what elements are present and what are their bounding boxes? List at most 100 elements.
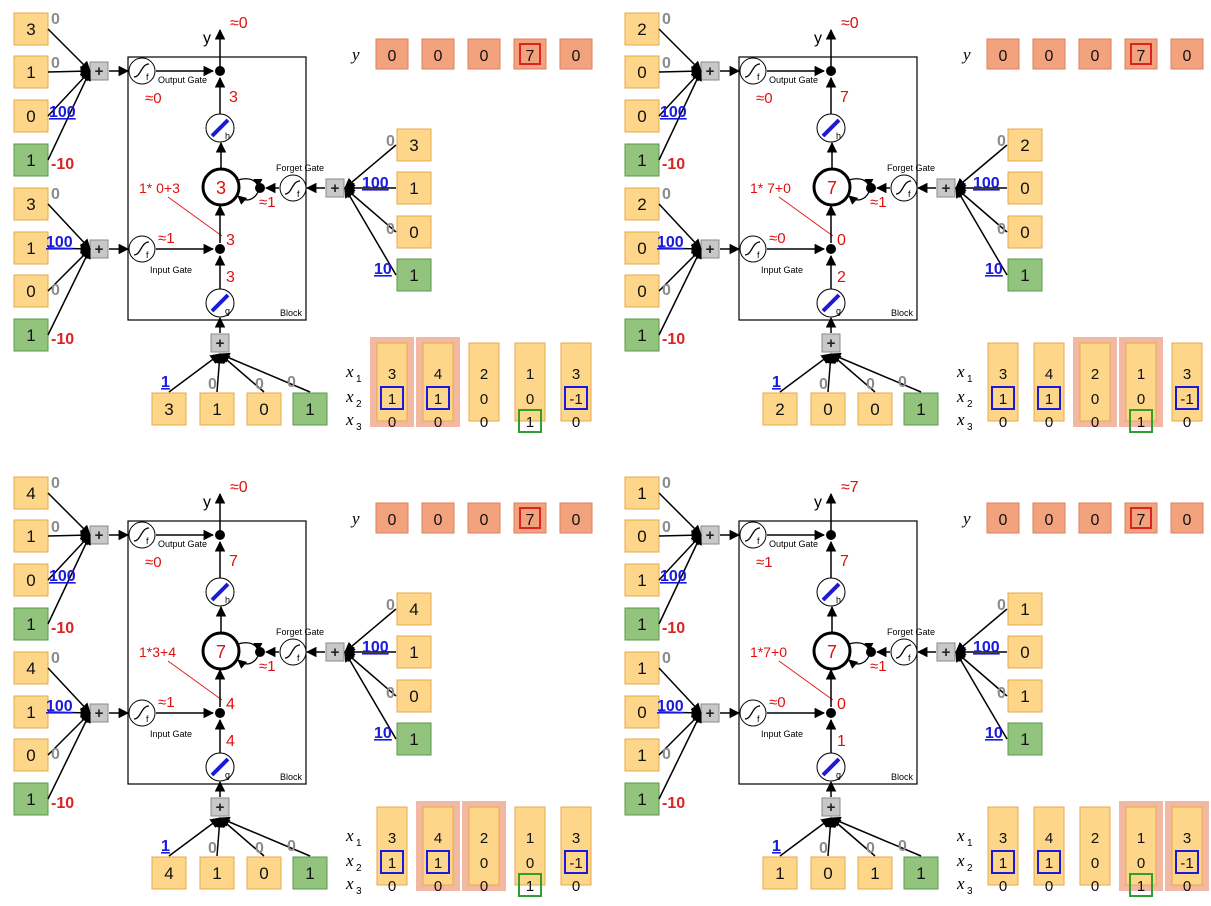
input-gate xyxy=(739,235,767,263)
g-weight-1: 0 xyxy=(208,840,217,857)
forget-weight-3: 10 xyxy=(374,261,392,278)
x2-cell-2: 0 xyxy=(1091,855,1099,872)
g-weight-0: 1 xyxy=(772,374,781,391)
forget-input-2-label: 0 xyxy=(409,223,418,242)
x-row-sub-3: 3 xyxy=(356,886,362,897)
output-weight-1: 0 xyxy=(51,55,60,72)
forget-input-line-3 xyxy=(344,651,397,740)
x2-cell-0: 1 xyxy=(388,855,396,872)
input-gate-input-1 xyxy=(13,231,49,265)
x2-cell-1: 1 xyxy=(1045,855,1053,872)
g-input-line-3 xyxy=(830,352,922,393)
input-gate-label: Input Gate xyxy=(761,265,803,275)
output-input-line-0 xyxy=(47,492,91,536)
cell-loop-bottom xyxy=(848,191,870,205)
input-gate-input-0-label: 1 xyxy=(637,659,646,678)
x3-cell-0: 0 xyxy=(388,414,396,431)
g-input-line-3 xyxy=(219,352,311,393)
input-gate-line-3 xyxy=(658,712,702,800)
y-axis-label: y xyxy=(814,494,822,511)
x2-cell-1: 1 xyxy=(1045,391,1053,408)
output-input-3 xyxy=(13,607,49,641)
y-row-value-0: 0 xyxy=(388,512,397,529)
y-row-value-1: 0 xyxy=(434,48,443,65)
x-row-label-2: x xyxy=(345,387,354,406)
g-input-1-label: 1 xyxy=(212,864,221,883)
forget-gate-f: f xyxy=(297,189,300,199)
forget-input-0-label: 4 xyxy=(409,600,418,619)
input-gate-input-0-label: 4 xyxy=(26,659,35,678)
x-row-label-2: x xyxy=(956,851,965,870)
input-gate-input-1-label: 1 xyxy=(26,703,35,722)
input-gate-line-3 xyxy=(658,248,702,336)
g-input-1 xyxy=(199,856,235,890)
g-weight-1: 0 xyxy=(208,376,217,393)
forget-weight-3: 10 xyxy=(985,725,1003,742)
input-gate-weight-1: 100 xyxy=(657,698,684,715)
output-input-3-label: 1 xyxy=(26,151,35,170)
x1-cell-2: 2 xyxy=(1091,830,1099,847)
input-gate-input-1 xyxy=(13,695,49,729)
input-gate-curve xyxy=(744,241,761,256)
block-label: Block xyxy=(891,308,914,318)
input-gate-weight-3: -10 xyxy=(662,795,685,812)
x2-cell-3: 0 xyxy=(1137,391,1145,408)
input-mult-dot xyxy=(826,244,836,254)
forget-input-3-label: 1 xyxy=(1020,266,1029,285)
output-input-3-label: 1 xyxy=(637,151,646,170)
y-row-box-0 xyxy=(375,38,409,70)
g-input-0-label: 3 xyxy=(164,400,173,419)
h-node-sub: h xyxy=(225,131,230,141)
forget-weight-1: 100 xyxy=(973,639,1000,656)
x-row-label-3: x xyxy=(956,410,965,429)
x-column-box-3 xyxy=(514,806,546,886)
formula-pointer xyxy=(778,196,834,237)
formula-pointer xyxy=(778,660,834,701)
g-input-0 xyxy=(762,856,798,890)
x2-box-4 xyxy=(564,850,588,874)
input-gate-input-3 xyxy=(13,318,49,352)
input-gate-input-0-label: 2 xyxy=(637,195,646,214)
forget-input-2 xyxy=(396,215,432,249)
x-column-box-3 xyxy=(1125,806,1157,886)
forget-input-line-3 xyxy=(344,187,397,276)
output-mult-dot xyxy=(215,66,225,76)
h-node-sub: h xyxy=(836,131,841,141)
output-input-line-3 xyxy=(47,70,91,161)
mult-value: 4 xyxy=(226,696,235,713)
forget-value: ≈1 xyxy=(870,194,887,211)
forget-input-1 xyxy=(1007,635,1043,669)
y-axis-label: y xyxy=(814,30,822,47)
h-node-slash xyxy=(821,118,841,138)
y-row-label: y xyxy=(350,509,360,528)
output-input-1-label: 1 xyxy=(26,527,35,546)
output-input-0-label: 4 xyxy=(26,484,35,503)
input-gate-label: Input Gate xyxy=(761,729,803,739)
x2-box-0 xyxy=(991,850,1015,874)
y-row-value-0: 0 xyxy=(999,512,1008,529)
y-axis-label: y xyxy=(203,494,211,511)
input-gate xyxy=(739,699,767,727)
input-gate-weight-3: -10 xyxy=(662,331,685,348)
output-input-1 xyxy=(13,519,49,553)
output-input-3 xyxy=(13,143,49,177)
g-weight-0: 1 xyxy=(772,838,781,855)
input-plus-label: + xyxy=(706,705,715,722)
forget-mult-dot xyxy=(255,183,265,193)
h-node-slash xyxy=(821,582,841,602)
x-row-sub-3: 3 xyxy=(967,422,973,433)
input-gate-weight-1: 100 xyxy=(46,698,73,715)
x1-cell-2: 2 xyxy=(1091,366,1099,383)
output-input-line-0 xyxy=(47,28,91,72)
input-gate-input-1 xyxy=(624,695,660,729)
x1-cell-4: 3 xyxy=(572,830,580,847)
input-gate-curve xyxy=(744,705,761,720)
g-weight-2: 0 xyxy=(866,840,875,857)
output-gate-curve xyxy=(133,63,150,78)
cell-loop-bottom xyxy=(237,655,259,669)
output-weight-1: 0 xyxy=(662,55,671,72)
x1-cell-3: 1 xyxy=(526,366,534,383)
g-node-slash xyxy=(210,293,230,313)
forget-input-2 xyxy=(396,679,432,713)
g-input-2 xyxy=(246,392,282,426)
